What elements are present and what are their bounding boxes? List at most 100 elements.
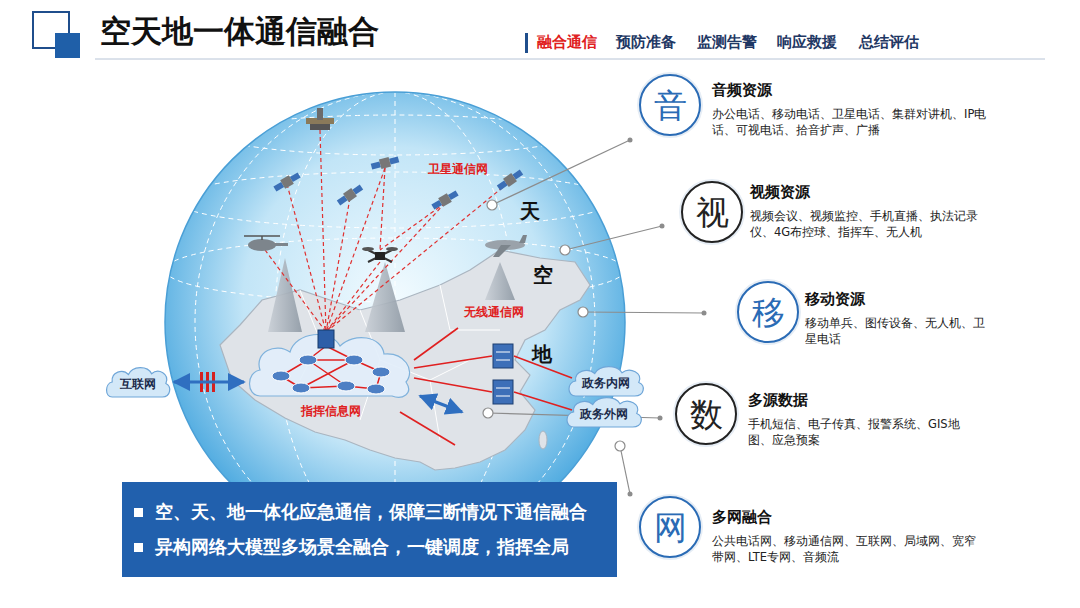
satellite-body	[503, 173, 517, 187]
satellite-body	[343, 188, 357, 202]
leader-end	[628, 492, 633, 497]
ground-station	[306, 108, 334, 130]
leader-dot	[578, 307, 588, 317]
resource-heading: 多网融合	[712, 507, 978, 527]
wire	[400, 412, 455, 445]
icon-circle: 网	[639, 496, 701, 558]
satellite	[430, 189, 459, 212]
propeller	[386, 247, 398, 251]
nav-bar	[525, 33, 528, 53]
resource-body: 手机短信、电子传真、报警系统、GIS地图、应急预案	[748, 416, 978, 448]
summary-box: 空、天、地一体化应急通信，保障三断情况下通信融合异构网络大模型多场景全融合，一键…	[122, 482, 617, 577]
network-name: 指挥信息网	[246, 404, 416, 419]
server-slot	[496, 360, 510, 361]
nav-item: 响应救援	[777, 33, 837, 52]
leader-end	[628, 138, 633, 143]
plane	[485, 235, 527, 257]
router-links	[281, 346, 381, 389]
satellite-links	[265, 130, 508, 332]
layer-label: 空	[533, 263, 553, 288]
leader-line	[620, 446, 630, 494]
station-base	[310, 124, 330, 130]
wire	[414, 378, 492, 392]
router	[367, 384, 385, 394]
cloud-label: 政务外网	[564, 407, 644, 421]
resource-group: 音 音频资源办公电话、移动电话、卫星电话、集群对讲机、IP电话、可视电话、拾音扩声…	[639, 74, 992, 138]
satellite-body	[379, 157, 391, 169]
drone-arm	[368, 250, 392, 262]
signal-tower	[268, 258, 302, 332]
resource-body: 移动单兵、图传设备、无人机、卫星电话	[805, 315, 987, 347]
network-label: 卫星通信网	[428, 162, 488, 177]
wire	[514, 392, 572, 410]
signal-tower	[485, 262, 515, 300]
icon-circle: 音	[639, 74, 701, 136]
icon-circle: 视	[681, 181, 743, 243]
leader-line	[565, 226, 662, 250]
resource-heading: 视频资源	[750, 182, 984, 202]
network-wires	[400, 328, 572, 445]
resource-text: 多源数据手机短信、电子传真、报警系统、GIS地图、应急预案	[748, 390, 978, 448]
icon-character: 音	[654, 89, 687, 122]
china-map	[220, 250, 590, 470]
bullet-square	[134, 543, 143, 552]
leader-dot	[560, 245, 570, 255]
leader-line	[492, 140, 630, 205]
resource-heading: 多源数据	[748, 390, 978, 410]
server	[493, 344, 513, 368]
wire	[414, 356, 492, 368]
router	[345, 355, 363, 365]
link-line	[265, 250, 326, 332]
network-label: 无线通信网	[464, 305, 524, 320]
layer-label: 地	[532, 342, 552, 367]
resource-text: 移动资源移动单兵、图传设备、无人机、卫星电话	[805, 289, 987, 347]
drone-arm	[368, 250, 392, 262]
header-square	[55, 33, 80, 58]
resource-group: 网多网融合公共电话网、移动通信网、互联网、局域网、宽窄带网、LTE专网、音频流	[639, 496, 978, 565]
satellite	[336, 183, 365, 207]
satellite-body	[438, 193, 452, 207]
bullet-square	[134, 508, 143, 517]
leader-end	[702, 311, 707, 316]
leader-end	[658, 416, 663, 421]
resource-group: 数多源数据手机短信、电子传真、报警系统、GIS地图、应急预案	[675, 383, 978, 448]
nav-item: 监测告警	[697, 33, 757, 52]
cloud-node: 政务外网	[564, 394, 644, 430]
leader-dot	[615, 441, 625, 451]
resource-text: 多网融合公共电话网、移动通信网、互联网、局域网、宽窄带网、LTE专网、音频流	[712, 507, 978, 565]
island	[539, 431, 547, 449]
router	[337, 381, 355, 391]
icon-character: 移	[752, 296, 785, 329]
bullet-row: 空、天、地一体化应急通信，保障三断情况下通信融合	[134, 501, 617, 523]
resource-group: 移移动资源移动单兵、图传设备、无人机、卫星电话	[737, 281, 987, 347]
helicopter-body	[248, 239, 276, 251]
routers	[272, 355, 390, 394]
cloud-label: 政务内网	[566, 376, 646, 390]
server-slot	[496, 352, 510, 353]
resource-body: 办公电话、移动电话、卫星电话、集群对讲机、IP电话、可视电话、拾音扩声、广播	[712, 106, 992, 138]
link-line	[287, 184, 326, 332]
drone	[362, 247, 398, 262]
nav-item: 总结评估	[859, 33, 919, 52]
leader-dot	[483, 408, 493, 418]
propeller	[362, 247, 374, 251]
router	[299, 355, 317, 365]
layer-label: 天	[520, 199, 540, 224]
cloud-label: 互联网	[104, 377, 172, 391]
icon-character: 网	[654, 511, 687, 544]
resource-text: 视频资源视频会议、视频监控、手机直播、执法记录仪、4G布控球、指挥车、无人机	[750, 182, 984, 240]
resource-heading: 音频资源	[712, 80, 992, 100]
command-cloud	[246, 326, 416, 404]
server-slot	[496, 388, 510, 389]
leader-line	[583, 312, 704, 313]
icon-character: 数	[690, 398, 723, 431]
header-rule	[95, 59, 1045, 60]
satellite	[272, 171, 301, 194]
nav-item: 预防准备	[616, 33, 676, 52]
command-server	[318, 330, 334, 348]
wire	[414, 328, 458, 360]
satellite	[370, 155, 400, 172]
icon-circle: 数	[675, 383, 737, 445]
command-network: 指挥信息网	[246, 326, 416, 421]
